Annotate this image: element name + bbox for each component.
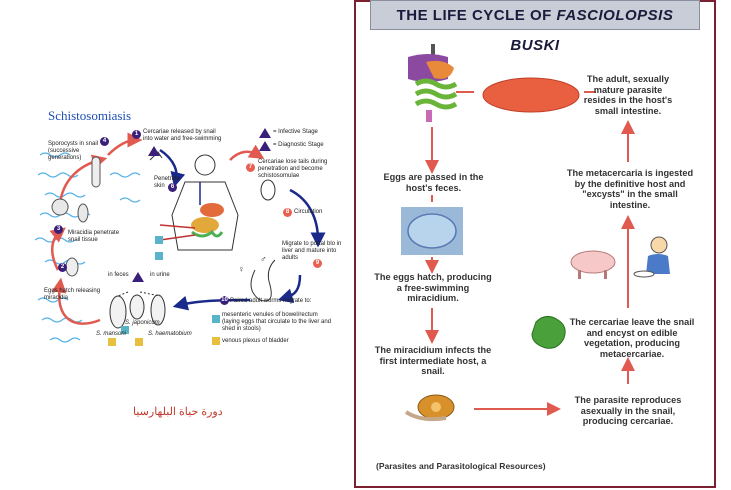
intestine-icon bbox=[408, 44, 458, 122]
label-haematobium: S. haematobium bbox=[148, 331, 192, 337]
miracidium-icon bbox=[65, 257, 79, 277]
schisto-title: Schistosomiasis bbox=[48, 108, 132, 123]
title-italic: FASCIOLOPSIS BUSKI bbox=[510, 7, 674, 54]
label-site-a: mesenteric venules of bowel/rectum (layi… bbox=[222, 312, 332, 332]
female-symbol: ♀ bbox=[238, 264, 245, 274]
label-mansoni: S. mansoni bbox=[96, 331, 127, 337]
schistosomula-icon bbox=[260, 179, 276, 201]
step-metacercaria: The metacercaria is ingested by the defi… bbox=[566, 168, 694, 210]
title-prefix: THE LIFE CYCLE OF bbox=[396, 7, 557, 24]
step-hatch: The eggs hatch, producing a free-swimmin… bbox=[374, 272, 492, 303]
arrow-sporocysts-to-cercariae bbox=[107, 132, 143, 156]
arrow-cercariae-to-host bbox=[159, 148, 186, 188]
step-miracidium: The miracidium infects the first interme… bbox=[374, 345, 492, 376]
step-eggs: Eggs are passed in the host's feces. bbox=[383, 172, 484, 193]
adult-worms-icon bbox=[250, 259, 276, 302]
step-number: 2 bbox=[58, 263, 67, 272]
human-eating-icon bbox=[633, 236, 670, 278]
organs-icon bbox=[159, 182, 224, 241]
letter-a-box bbox=[155, 236, 163, 244]
snail-icon bbox=[51, 198, 89, 223]
label-site-c: venous plexus of bladder bbox=[222, 338, 289, 344]
label-migrate-portal: Migrate to portal blo in liver and matur… bbox=[282, 241, 342, 261]
fasciolopsis-diagram bbox=[401, 44, 670, 422]
label-in-feces: in feces bbox=[108, 272, 129, 278]
arrow-worms-to-eggs bbox=[172, 295, 251, 311]
pig-icon bbox=[570, 250, 616, 279]
step-number: 7 bbox=[246, 163, 255, 172]
step-reproduce: The parasite reproduces asexually in the… bbox=[574, 395, 682, 426]
source-footer: (Parasites and Parasitological Resources… bbox=[376, 461, 546, 471]
step-number: 1 bbox=[132, 130, 141, 139]
label-penetrate-skin: Penetrate skin bbox=[154, 176, 181, 189]
step-number: 10 bbox=[220, 296, 229, 305]
cercaria-icon bbox=[149, 151, 163, 161]
male-symbol: ♂ bbox=[260, 254, 267, 264]
fasciolopsis-title: THE LIFE CYCLE OF FASCIOLOPSIS BUSKI bbox=[370, 0, 700, 54]
label-sporocysts: Sporocysts in snail (successive generati… bbox=[48, 141, 99, 161]
label-cercariae-released: Cercariae released by snail into water a… bbox=[143, 129, 222, 142]
label-circulation: Circulation bbox=[294, 209, 323, 215]
step-number: 3 bbox=[54, 225, 63, 234]
arrow-miracidia-to-snail bbox=[49, 227, 66, 271]
diagnostic-triangle bbox=[259, 141, 271, 151]
eggs-icon bbox=[109, 294, 166, 329]
step-adult: The adult, sexually mature parasite resi… bbox=[583, 74, 673, 116]
label-paired-worms: Paired adult worms migrate to: bbox=[230, 298, 312, 304]
arrow-host-to-schistosomulae bbox=[229, 144, 265, 161]
sporocyst-icon bbox=[91, 156, 101, 188]
arrow-circulation bbox=[289, 188, 326, 248]
label-in-urine: in urine bbox=[150, 272, 170, 278]
step-number: 8 bbox=[283, 208, 292, 217]
vegetation-icon bbox=[531, 316, 566, 349]
step-cercariae: The cercariae leave the snail and encyst… bbox=[569, 317, 695, 359]
fasciolopsis-panel: THE LIFE CYCLE OF FASCIOLOPSIS BUSKI bbox=[354, 0, 716, 488]
arrow-to-worms bbox=[277, 274, 302, 304]
step-number: 9 bbox=[313, 259, 322, 268]
label-miracidia-penetrate: Miracidia penetrate snail tissue bbox=[68, 230, 120, 243]
legend-diagnostic: = Diagnostic Stage bbox=[273, 142, 324, 148]
label-eggs-hatch: Eggs hatch releasing miracidia bbox=[44, 288, 101, 301]
infective-triangle bbox=[259, 128, 271, 138]
label-japonicum: S. japonicum bbox=[125, 320, 160, 326]
arabic-caption: دورة حياة البلهارسيا bbox=[133, 406, 223, 418]
arrow-eggs-to-miracidia bbox=[51, 277, 101, 325]
human-body-icon bbox=[171, 154, 239, 251]
snail-icon bbox=[404, 394, 455, 422]
step-number: 4 bbox=[100, 137, 109, 146]
schisto-diagram: ♀ ♂ bbox=[34, 128, 326, 346]
adult-fluke-icon bbox=[482, 77, 580, 113]
legend-infective: = Infective Stage bbox=[273, 129, 318, 135]
label-lose-tails: Cercariae lose tails during penetration … bbox=[258, 159, 328, 179]
step-number: 6 bbox=[168, 183, 177, 192]
schistosomiasis-panel: Schistosomiasis bbox=[0, 0, 352, 490]
